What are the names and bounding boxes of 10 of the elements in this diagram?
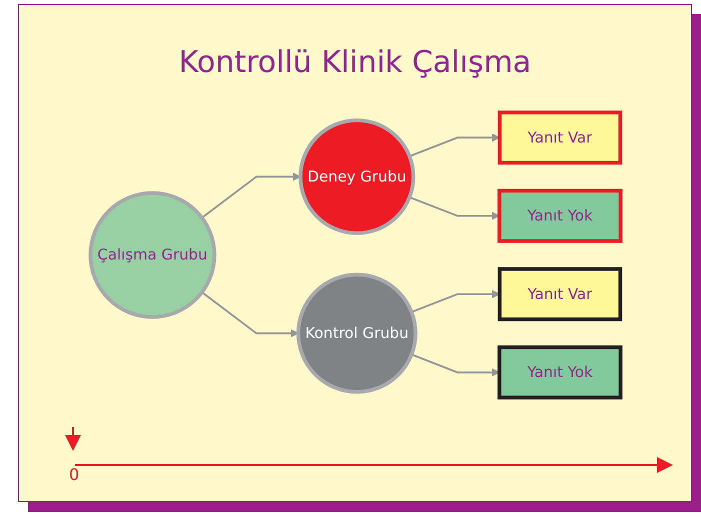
diagram-title: Kontrollü Klinik Çalışma: [178, 45, 532, 80]
node-circle: Çalışma Grubu: [88, 191, 216, 319]
node-circle: Kontrol Grubu: [296, 272, 417, 394]
node-box: Yanıt Yok: [497, 345, 622, 400]
arrow: [200, 172, 300, 218]
node-box: Yanıt Var: [497, 267, 622, 322]
time-zero-label: 0: [69, 465, 80, 484]
node-box: Yanıt Yok: [497, 188, 622, 243]
node-circle: Deney Grubu: [298, 118, 415, 236]
node-box: Yanıt Var: [497, 110, 622, 165]
